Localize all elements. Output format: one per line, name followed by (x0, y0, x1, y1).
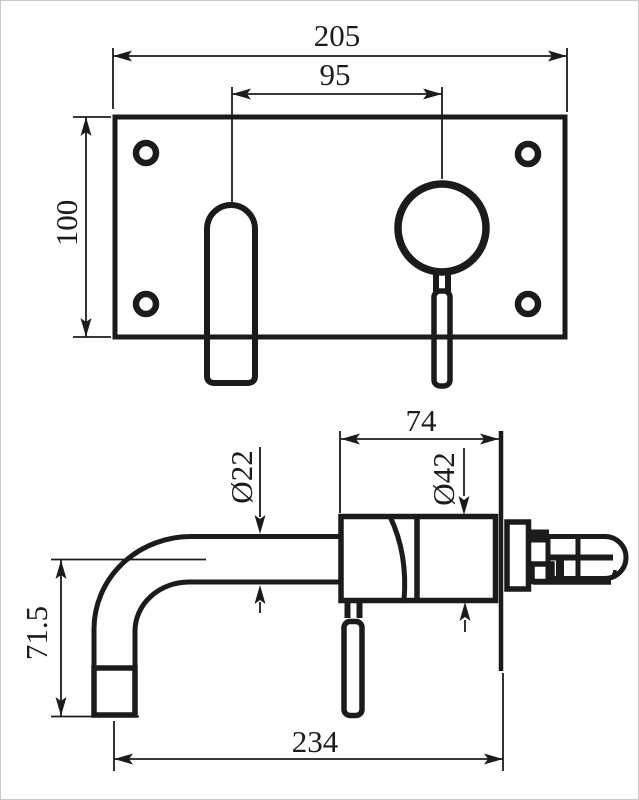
mounting-hole-bottom-left (132, 290, 160, 318)
dim-spout-drop: 71.5 (19, 558, 206, 718)
arrowhead-up (55, 560, 67, 579)
arrowhead-down (55, 697, 67, 716)
arrowhead-down (254, 515, 266, 534)
cartridge-connector (529, 529, 549, 543)
side-view: 74 Ø22 Ø42 71.5 (19, 403, 629, 771)
arrowhead-up (459, 602, 471, 621)
dim-hole-spacing: 95 (231, 57, 443, 202)
cartridge-cap-arc (596, 569, 617, 582)
arrowhead-right (480, 433, 499, 445)
cartridge-flange (504, 519, 532, 592)
arrowhead-right (548, 50, 567, 62)
arrowhead-left (113, 50, 132, 62)
handle-rosette-circle (394, 180, 490, 276)
arrowhead-down (80, 318, 92, 337)
dim-body-diameter-label: Ø42 (426, 452, 461, 505)
arrowhead-down (458, 496, 470, 515)
arrowhead-right (423, 88, 442, 100)
dim-total-reach-label: 234 (292, 724, 339, 759)
dim-plate-height-label: 100 (49, 200, 84, 247)
dim-plate-width-label: 205 (314, 18, 361, 53)
cartridge-post (556, 560, 564, 577)
arrowhead-right (484, 753, 503, 765)
concealed-cartridge (504, 519, 629, 592)
spout-aerator (91, 665, 138, 718)
handle-lever-side (341, 618, 365, 719)
dim-total-reach: 234 (113, 673, 504, 771)
dim-plate-width: 205 (112, 18, 568, 112)
handle-neck-front (433, 273, 451, 292)
dim-body-depth: 74 (339, 403, 499, 513)
body-curved-joint (387, 515, 408, 601)
dim-spout-diameter: Ø22 (224, 447, 266, 613)
wall-plate-outline (112, 114, 568, 340)
handle-neck-side (344, 603, 363, 618)
front-view: 205 95 100 (49, 18, 568, 389)
arrowhead-up (254, 585, 266, 604)
arrowhead-up (80, 117, 92, 136)
dim-spout-drop-label: 71.5 (19, 606, 54, 660)
spout-front-outline (204, 202, 258, 386)
dim-plate-height: 100 (49, 116, 111, 338)
spout-inner-curve (132, 579, 190, 668)
dim-body-diameter: Ø42 (426, 448, 471, 632)
mounting-hole-bottom-right (514, 290, 542, 318)
spout-outer-curve (91, 534, 192, 668)
mounting-hole-top-right (514, 140, 542, 168)
arrowhead-left (232, 88, 251, 100)
dim-spout-diameter-label: Ø22 (224, 450, 259, 503)
dim-hole-spacing-label: 95 (320, 57, 351, 92)
arrowhead-left (114, 753, 133, 765)
dim-body-depth-label: 74 (406, 403, 438, 438)
mounting-hole-top-left (132, 139, 160, 167)
handle-lever-front (431, 288, 453, 389)
cartridge-nut (529, 561, 555, 585)
arrowhead-left (341, 433, 360, 445)
